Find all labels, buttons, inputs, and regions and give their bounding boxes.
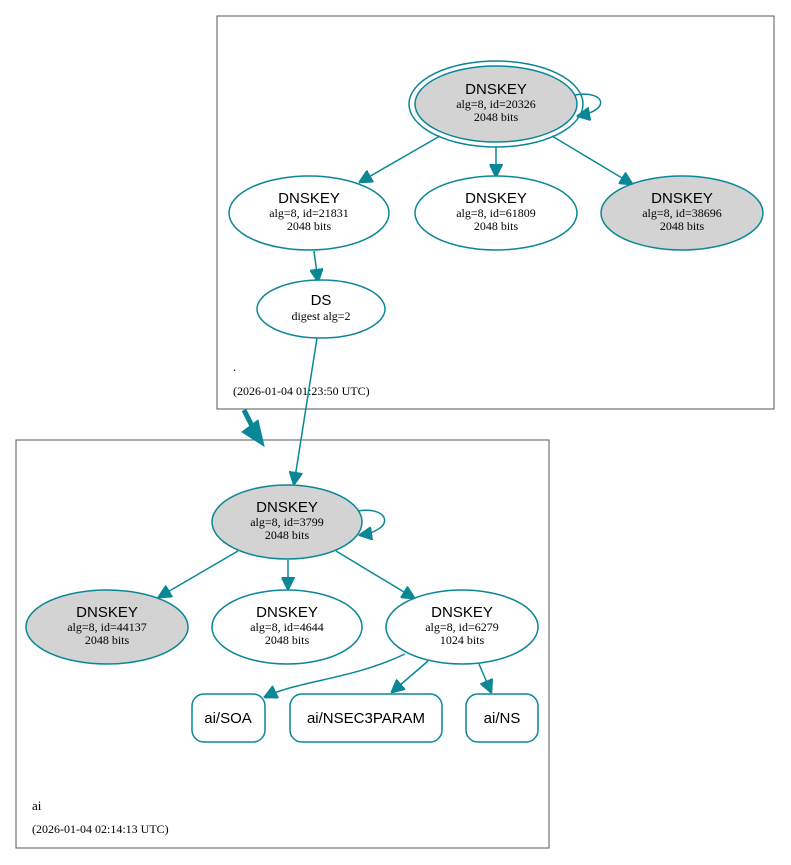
node-ai-ksk-title: DNSKEY bbox=[256, 499, 318, 516]
node-ai-6279: DNSKEY alg=8, id=6279 1024 bits bbox=[385, 589, 539, 665]
node-ai-6279-title: DNSKEY bbox=[431, 604, 493, 621]
node-ds-title: DS bbox=[311, 292, 332, 309]
edges bbox=[159, 93, 632, 697]
node-ai-44137-line2: 2048 bits bbox=[85, 633, 130, 647]
edge-ai-ksk-to-44137 bbox=[159, 550, 239, 597]
node-ai-6279-line2: 1024 bits bbox=[440, 633, 485, 647]
node-ai-44137-line1: alg=8, id=44137 bbox=[67, 620, 147, 634]
node-root-21831-line1: alg=8, id=21831 bbox=[269, 206, 349, 220]
node-ai-44137-ellipse bbox=[25, 589, 189, 665]
node-ai-44137: DNSKEY alg=8, id=44137 2048 bits bbox=[25, 589, 189, 665]
edge-root-ksk-to-21831 bbox=[360, 135, 441, 182]
node-ai-ksk: DNSKEY alg=8, id=3799 2048 bits bbox=[211, 484, 363, 560]
node-root-38696-line2: 2048 bits bbox=[660, 219, 705, 233]
node-root-21831: DNSKEY alg=8, id=21831 2048 bits bbox=[228, 175, 390, 251]
node-ai-ksk-line2: 2048 bits bbox=[265, 528, 310, 542]
node-root-ksk-title: DNSKEY bbox=[465, 81, 527, 98]
edge-root-ksk-to-38696 bbox=[551, 135, 632, 184]
edge-6279-to-nsec3param bbox=[392, 660, 429, 692]
node-ai-soa-box bbox=[191, 693, 266, 743]
node-ai-4644-line2: 2048 bits bbox=[265, 633, 310, 647]
edge-ai-ksk-to-6279 bbox=[335, 550, 414, 598]
node-root-ksk-line2: 2048 bits bbox=[474, 110, 519, 124]
ai-zone-timestamp: (2026-01-04 02:14:13 UTC) bbox=[32, 822, 169, 836]
node-ai-4644-title: DNSKEY bbox=[256, 604, 318, 621]
node-root-ksk: DNSKEY alg=8, id=20326 2048 bits bbox=[408, 60, 584, 148]
node-ds: DS digest alg=2 bbox=[256, 279, 386, 339]
node-ai-6279-line1: alg=8, id=6279 bbox=[425, 620, 499, 634]
node-root-61809-title: DNSKEY bbox=[465, 190, 527, 207]
node-root-61809-line1: alg=8, id=61809 bbox=[456, 206, 536, 220]
node-ai-soa-title: ai/SOA bbox=[204, 710, 252, 727]
node-root-ksk-line1: alg=8, id=20326 bbox=[456, 97, 536, 111]
edge-ai-ksk-self bbox=[358, 509, 386, 535]
edge-root-ksk-self bbox=[574, 93, 602, 116]
edge-ds-to-ai-ksk bbox=[294, 337, 318, 484]
node-ai-nsec3param-box bbox=[289, 693, 443, 743]
delegation-arrowhead bbox=[241, 419, 265, 448]
node-ai-soa: ai/SOA bbox=[191, 693, 266, 743]
node-ai-ksk-line1: alg=8, id=3799 bbox=[250, 515, 324, 529]
node-root-61809: DNSKEY alg=8, id=61809 2048 bits bbox=[414, 175, 578, 251]
node-ai-nsec3param-title: ai/NSEC3PARAM bbox=[307, 710, 425, 727]
root-zone-timestamp: (2026-01-04 01:23:50 UTC) bbox=[233, 384, 370, 398]
node-root-21831-title: DNSKEY bbox=[278, 190, 340, 207]
node-ai-44137-title: DNSKEY bbox=[76, 604, 138, 621]
node-ds-line1: digest alg=2 bbox=[291, 309, 350, 323]
node-root-ksk-ellipse bbox=[414, 65, 578, 143]
node-ai-ns-title: ai/NS bbox=[484, 710, 521, 727]
node-ds-ellipse bbox=[256, 279, 386, 339]
root-zone-box bbox=[216, 15, 775, 410]
node-ai-4644: DNSKEY alg=8, id=4644 2048 bits bbox=[211, 589, 363, 665]
node-ai-6279-ellipse bbox=[385, 589, 539, 665]
node-ai-4644-line1: alg=8, id=4644 bbox=[250, 620, 324, 634]
node-root-38696-line1: alg=8, id=38696 bbox=[642, 206, 722, 220]
node-root-38696-ellipse bbox=[600, 175, 764, 251]
node-ai-4644-ellipse bbox=[211, 589, 363, 665]
root-zone-name: . bbox=[233, 359, 236, 374]
node-ai-ns-box bbox=[465, 693, 539, 743]
node-root-21831-ellipse bbox=[228, 175, 390, 251]
edge-6279-to-ns bbox=[478, 663, 491, 692]
edge-21831-to-ds bbox=[314, 250, 318, 281]
node-root-61809-line2: 2048 bits bbox=[474, 219, 519, 233]
node-root-38696-title: DNSKEY bbox=[651, 190, 713, 207]
node-ai-nsec3param: ai/NSEC3PARAM bbox=[289, 693, 443, 743]
node-root-ksk-outer-ring bbox=[408, 60, 584, 148]
node-root-61809-ellipse bbox=[414, 175, 578, 251]
ai-zone-box bbox=[15, 439, 550, 849]
node-root-38696: DNSKEY alg=8, id=38696 2048 bits bbox=[600, 175, 764, 251]
node-ai-ksk-ellipse bbox=[211, 484, 363, 560]
node-root-21831-line2: 2048 bits bbox=[287, 219, 332, 233]
node-ai-ns: ai/NS bbox=[465, 693, 539, 743]
ai-zone-name: ai bbox=[32, 798, 42, 813]
edge-6279-to-soa bbox=[265, 653, 406, 697]
